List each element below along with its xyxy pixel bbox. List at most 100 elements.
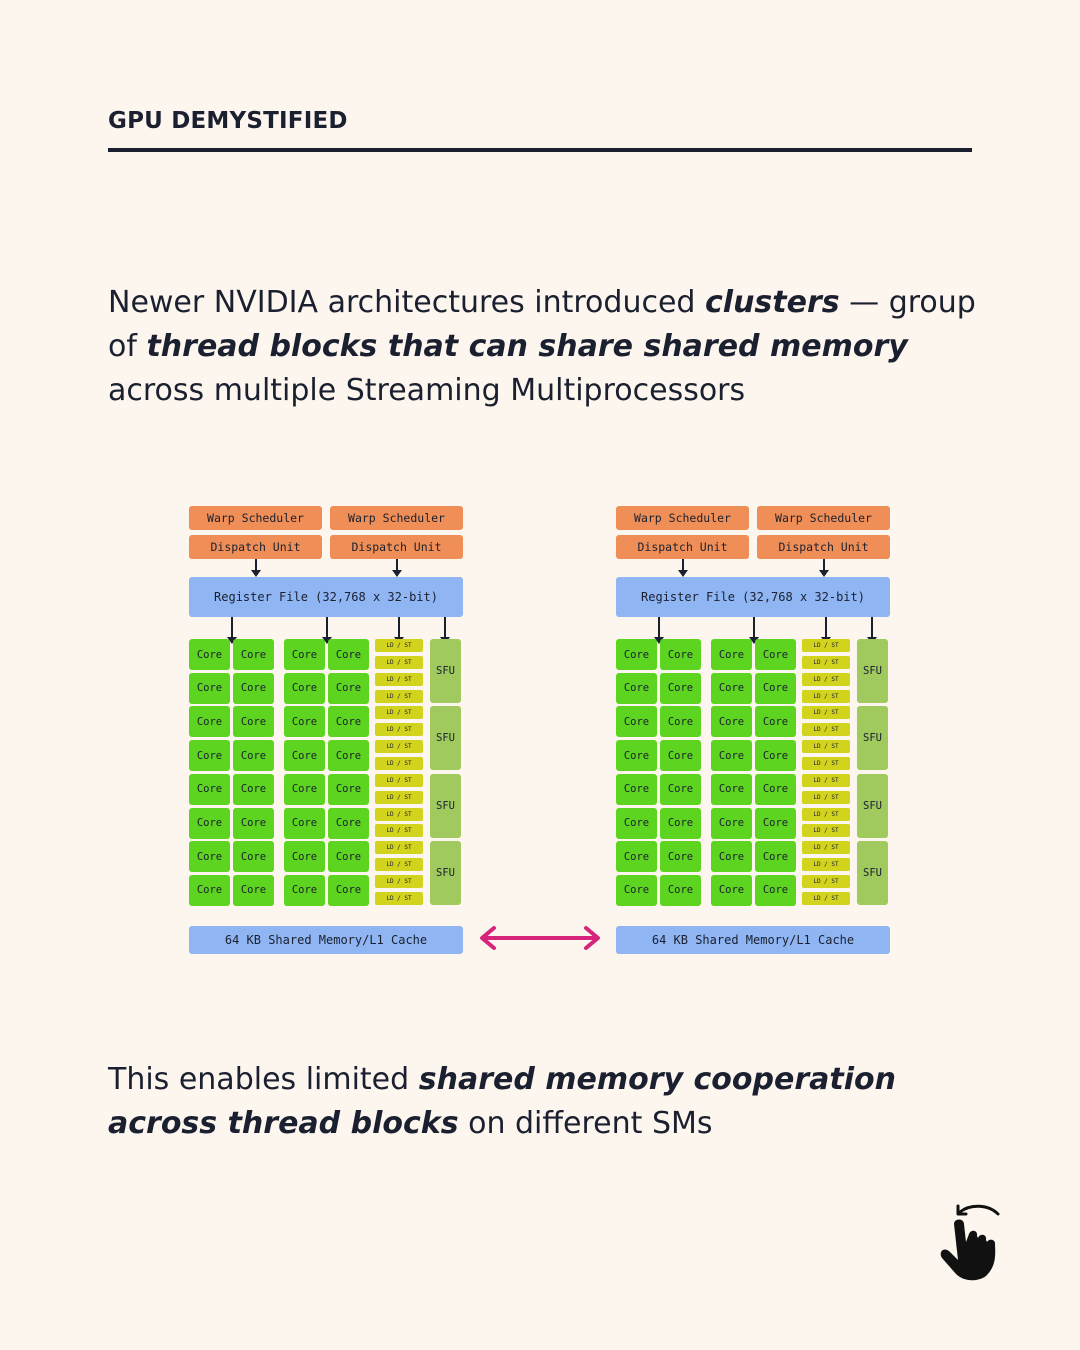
ld-st-unit: LD / ST [375, 756, 423, 770]
ld-st-unit: LD / ST [375, 639, 423, 652]
ld-st-unit: LD / ST [375, 740, 423, 754]
dispatch-unit: Dispatch Unit [189, 535, 322, 559]
ld-st-unit: LD / ST [802, 858, 850, 872]
warp-scheduler: Warp Scheduler [189, 506, 322, 530]
ld-st-unit: LD / ST [802, 740, 850, 754]
core-unit: Core [189, 706, 230, 738]
ld-st-unit: LD / ST [802, 706, 850, 720]
dispatch-unit: Dispatch Unit [757, 535, 890, 559]
register-file: Register File (32,768 x 32-bit) [189, 577, 463, 617]
sfu-unit: SFU [857, 639, 888, 703]
core-unit: Core [660, 672, 701, 704]
intro-emphasis-2: thread blocks that can share shared memo… [146, 329, 908, 364]
intro-text-3: across multiple Streaming Multiprocessor… [108, 373, 746, 408]
intro-paragraph: Newer NVIDIA architectures introduced cl… [108, 281, 988, 413]
swipe-hand-icon[interactable] [936, 1202, 1008, 1282]
shared-memory-l1-cache: 64 KB Shared Memory/L1 Cache [616, 926, 890, 954]
core-unit: Core [189, 740, 230, 772]
core-unit: Core [616, 874, 657, 906]
register-file: Register File (32,768 x 32-bit) [616, 577, 890, 617]
core-unit: Core [328, 807, 369, 839]
core-unit: Core [660, 874, 701, 906]
core-unit: Core [233, 773, 274, 805]
core-unit: Core [189, 841, 230, 873]
register-arrow [227, 617, 237, 644]
core-unit: Core [711, 874, 752, 906]
core-unit: Core [284, 841, 325, 873]
core-unit: Core [616, 672, 657, 704]
ld-st-unit: LD / ST [802, 773, 850, 787]
core-unit: Core [660, 706, 701, 738]
ld-st-unit: LD / ST [375, 689, 423, 703]
ld-st-unit: LD / ST [802, 891, 850, 905]
register-arrow [867, 617, 877, 644]
core-unit: Core [711, 773, 752, 805]
core-unit: Core [233, 874, 274, 906]
ld-st-unit: LD / ST [802, 790, 850, 804]
sfu-unit: SFU [430, 841, 461, 906]
core-unit: Core [660, 773, 701, 805]
ld-st-unit: LD / ST [802, 756, 850, 770]
sfu-unit: SFU [430, 706, 461, 771]
sfu-unit: SFU [857, 773, 888, 838]
core-unit: Core [233, 639, 274, 670]
core-unit: Core [328, 773, 369, 805]
core-unit: Core [755, 773, 796, 805]
dispatch-arrow [819, 559, 829, 577]
core-unit: Core [284, 706, 325, 738]
core-unit: Core [660, 740, 701, 772]
register-arrow [821, 617, 831, 644]
core-unit: Core [755, 841, 796, 873]
core-unit: Core [189, 639, 230, 670]
ld-st-unit: LD / ST [375, 824, 423, 838]
core-unit: Core [755, 639, 796, 670]
register-arrow [654, 617, 664, 644]
ld-st-unit: LD / ST [802, 841, 850, 855]
outro-text-2: on different SMs [458, 1106, 713, 1141]
core-unit: Core [616, 807, 657, 839]
core-unit: Core [660, 639, 701, 670]
warp-scheduler: Warp Scheduler [616, 506, 749, 530]
core-unit: Core [616, 773, 657, 805]
core-unit: Core [284, 639, 325, 670]
sfu-unit: SFU [857, 706, 888, 771]
shared-memory-link-arrow [480, 926, 600, 950]
core-unit: Core [616, 841, 657, 873]
core-unit: Core [189, 773, 230, 805]
ld-st-unit: LD / ST [375, 790, 423, 804]
core-unit: Core [711, 639, 752, 670]
core-unit: Core [284, 740, 325, 772]
ld-st-unit: LD / ST [802, 639, 850, 652]
core-unit: Core [284, 672, 325, 704]
ld-st-unit: LD / ST [375, 841, 423, 855]
core-unit: Core [755, 874, 796, 906]
sfu-unit: SFU [430, 773, 461, 838]
core-unit: Core [189, 874, 230, 906]
core-unit: Core [755, 706, 796, 738]
core-unit: Core [328, 706, 369, 738]
ld-st-unit: LD / ST [375, 706, 423, 720]
core-unit: Core [711, 672, 752, 704]
register-arrow [749, 617, 759, 644]
core-unit: Core [189, 807, 230, 839]
core-unit: Core [328, 874, 369, 906]
ld-st-unit: LD / ST [375, 655, 423, 669]
shared-memory-l1-cache: 64 KB Shared Memory/L1 Cache [189, 926, 463, 954]
dispatch-arrow [251, 559, 261, 577]
ld-st-unit: LD / ST [375, 773, 423, 787]
sfu-unit: SFU [857, 841, 888, 906]
dispatch-arrow [392, 559, 402, 577]
core-unit: Core [711, 740, 752, 772]
core-unit: Core [284, 874, 325, 906]
header-title: GPU DEMYSTIFIED [108, 108, 348, 134]
core-unit: Core [233, 807, 274, 839]
core-unit: Core [755, 740, 796, 772]
ld-st-unit: LD / ST [802, 655, 850, 669]
ld-st-unit: LD / ST [375, 874, 423, 888]
warp-scheduler: Warp Scheduler [757, 506, 890, 530]
ld-st-unit: LD / ST [375, 807, 423, 821]
core-unit: Core [660, 841, 701, 873]
core-unit: Core [616, 639, 657, 670]
